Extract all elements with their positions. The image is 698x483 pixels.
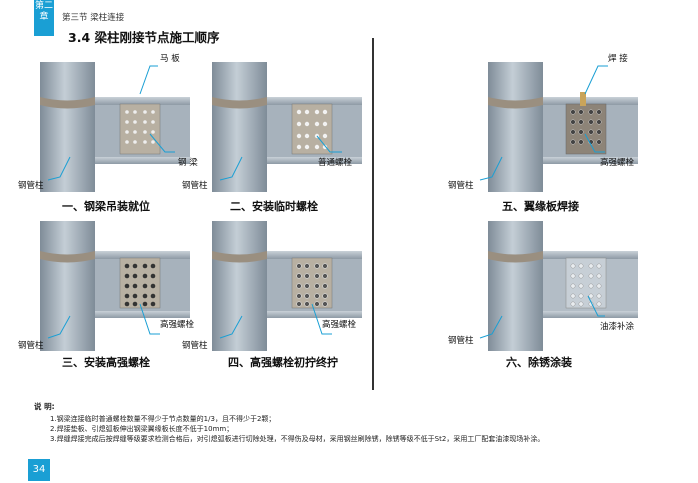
panel-caption: 一、钢梁吊装就位	[62, 200, 150, 213]
beam-column-illustration-6	[479, 221, 638, 351]
panel-2: 普通螺栓 钢管柱 二、安装临时螺栓	[172, 52, 372, 213]
panel-5: 焊 接 高强螺栓 钢管柱 五、翼缘板焊接	[440, 52, 640, 213]
panel-caption: 三、安装高强螺栓	[62, 356, 150, 369]
label-right: 高强螺栓	[322, 320, 357, 330]
panel-1: 马 板 钢 梁 钢管柱 一、钢梁吊装就位	[0, 52, 200, 213]
panel-caption: 六、除锈涂装	[506, 356, 572, 369]
beam-column-illustration-5	[479, 62, 638, 192]
label-column: 钢管柱	[18, 181, 44, 191]
label-right: 油漆补涂	[600, 322, 635, 332]
section-label: 第三节 梁柱连接	[62, 13, 125, 23]
label-top: 马 板	[160, 54, 180, 64]
beam-column-illustration-4	[212, 221, 362, 351]
panel-6: 油漆补涂 钢管柱 六、除锈涂装	[440, 216, 640, 376]
note-item: 3.焊缝焊接完成后按焊缝等级要求检测合格后，对引熄弧板进行切除处理，不得伤及母材…	[50, 435, 545, 443]
beam-column-illustration-2	[212, 62, 362, 192]
notes-block: 说 明: 1.钢梁连接临时普通螺栓数量不得少于节点数量的1/3，且不得少于2颗；…	[34, 402, 544, 444]
label-column: 钢管柱	[182, 341, 208, 351]
note-item: 2.焊接垫板、引熄弧板伸出钢梁翼缘板长度不低于10mm；	[50, 425, 234, 433]
beam-column-illustration-3	[40, 221, 190, 351]
label-right: 普通螺栓	[318, 158, 353, 168]
panel-3: 高强螺栓 钢管柱 三、安装高强螺栓	[0, 216, 200, 376]
label-top: 焊 接	[608, 54, 628, 64]
label-column: 钢管柱	[448, 336, 474, 346]
label-column: 钢管柱	[448, 181, 474, 191]
label-column: 钢管柱	[18, 341, 44, 351]
label-right: 钢 梁	[178, 158, 198, 168]
panel-caption: 五、翼缘板焊接	[502, 200, 579, 213]
label-right: 高强螺栓	[600, 158, 635, 168]
notes-heading: 说 明:	[34, 402, 55, 411]
panel-4: 高强螺栓 钢管柱 四、高强螺栓初拧终拧	[172, 216, 372, 376]
panel-caption: 二、安装临时螺栓	[230, 200, 318, 213]
page-number: 34	[28, 459, 50, 481]
panel-caption: 四、高强螺栓初拧终拧	[228, 356, 338, 369]
beam-column-illustration-1	[40, 62, 190, 192]
chapter-badge: 第二章	[34, 0, 54, 36]
label-right: 高强螺栓	[160, 320, 195, 330]
page-title: 3.4 梁柱刚接节点施工顺序	[68, 30, 220, 45]
vertical-divider	[372, 38, 374, 390]
label-column: 钢管柱	[182, 181, 208, 191]
note-item: 1.钢梁连接临时普通螺栓数量不得少于节点数量的1/3，且不得少于2颗；	[50, 415, 276, 423]
